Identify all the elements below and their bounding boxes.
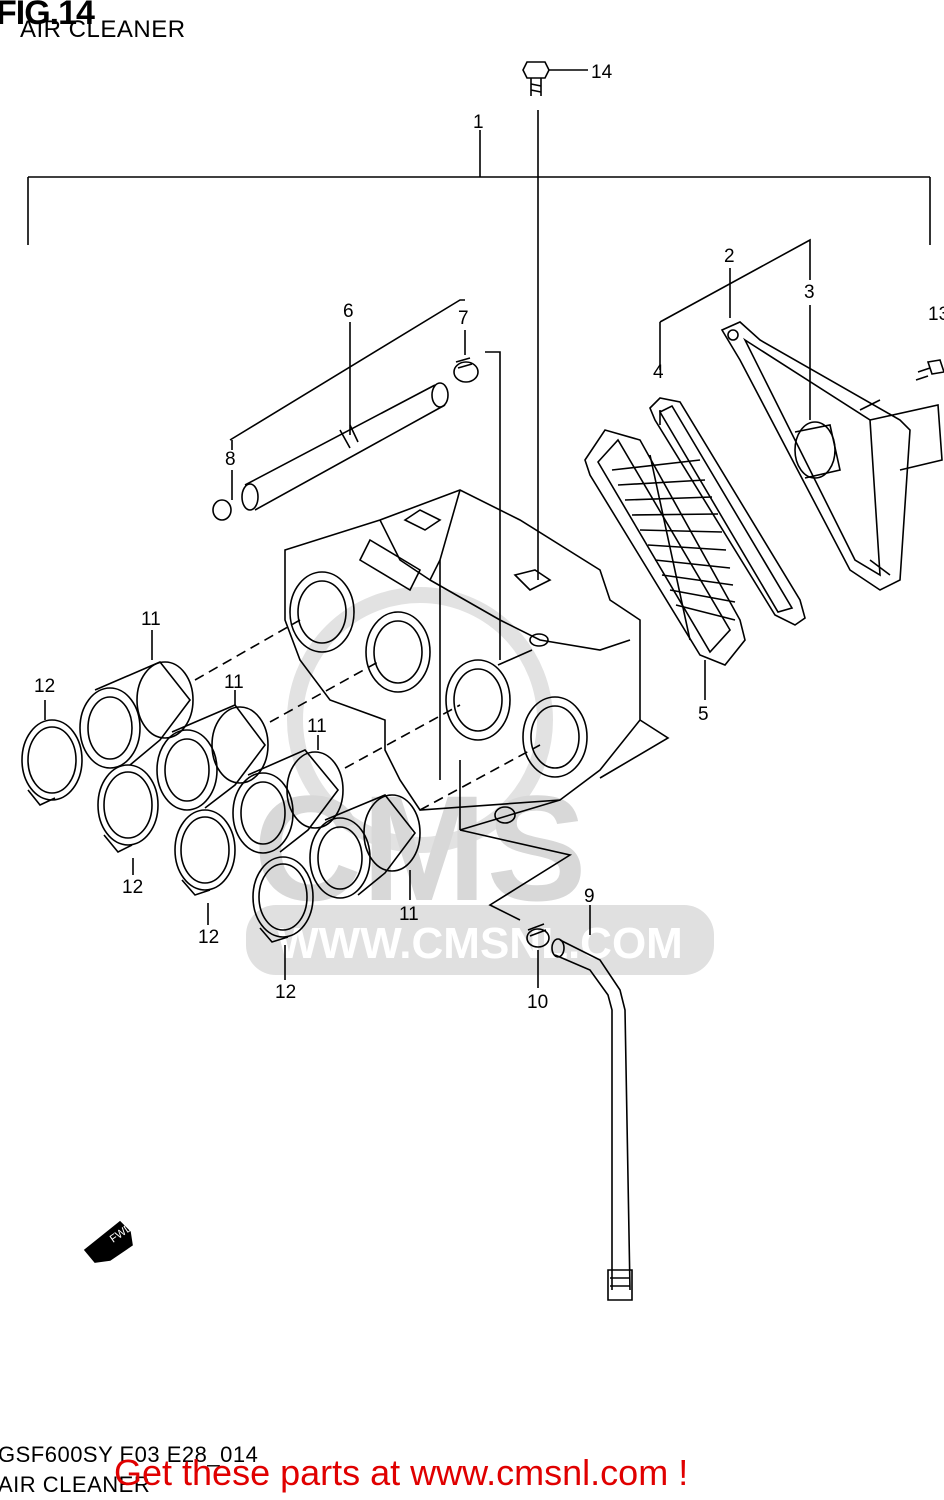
drain-hose-9-drawing bbox=[551, 938, 633, 1301]
watermark-url: WWW.CMSNL.COM bbox=[277, 919, 683, 968]
callout-11-a: 11 bbox=[141, 609, 161, 630]
callout-12-a: 12 bbox=[34, 676, 55, 697]
callout-13: 13 bbox=[928, 304, 944, 325]
callout-8: 8 bbox=[225, 449, 236, 470]
callout-12-b: 12 bbox=[122, 877, 143, 898]
gasket-4-drawing bbox=[649, 397, 806, 626]
bolt-14-drawing bbox=[522, 61, 550, 96]
cleaner-cover-drawing bbox=[720, 321, 943, 591]
pipe-6-drawing bbox=[241, 382, 449, 511]
filter-element-5-drawing bbox=[584, 429, 746, 666]
callout-1: 1 bbox=[473, 112, 484, 133]
screw-13-drawing bbox=[915, 359, 944, 381]
air-cleaner-housing-drawing bbox=[284, 489, 670, 831]
callout-11-c: 11 bbox=[307, 716, 327, 737]
callout-2: 2 bbox=[724, 246, 735, 267]
cms-watermark: CMS WWW.CMSNL.COM bbox=[246, 587, 714, 975]
callout-6: 6 bbox=[343, 301, 354, 322]
callout-9: 9 bbox=[584, 886, 595, 907]
callout-3: 3 bbox=[804, 282, 815, 303]
model-code: GSF600SY E03 E28_014 bbox=[0, 1442, 259, 1467]
watermark-brand: CMS bbox=[253, 764, 586, 932]
callout-7: 7 bbox=[458, 308, 469, 329]
figure-subtitle: AIR CLEANER bbox=[20, 16, 186, 43]
figure-number: FIG.14 bbox=[0, 0, 95, 32]
clamp-10-drawing bbox=[526, 923, 550, 948]
callout-14: 14 bbox=[591, 62, 613, 83]
callout-11-d: 11 bbox=[399, 904, 419, 925]
callout-12-d: 12 bbox=[275, 982, 296, 1003]
section-name: AIR CLEANER bbox=[0, 1472, 151, 1497]
intake-boots-11-drawing bbox=[79, 661, 421, 899]
callout-11-b: 11 bbox=[224, 672, 244, 693]
callout-5: 5 bbox=[698, 704, 709, 725]
callout-12-c: 12 bbox=[198, 927, 219, 948]
callout-4: 4 bbox=[653, 362, 664, 383]
clamps-12-drawing bbox=[21, 719, 314, 943]
forward-arrow-icon bbox=[83, 1220, 133, 1263]
promo-link[interactable]: Get these parts at www.cmsnl.com ! bbox=[114, 1452, 689, 1493]
clamp-7-drawing bbox=[453, 357, 479, 383]
callout-10: 10 bbox=[527, 992, 548, 1013]
clamp-8-drawing bbox=[212, 499, 232, 521]
